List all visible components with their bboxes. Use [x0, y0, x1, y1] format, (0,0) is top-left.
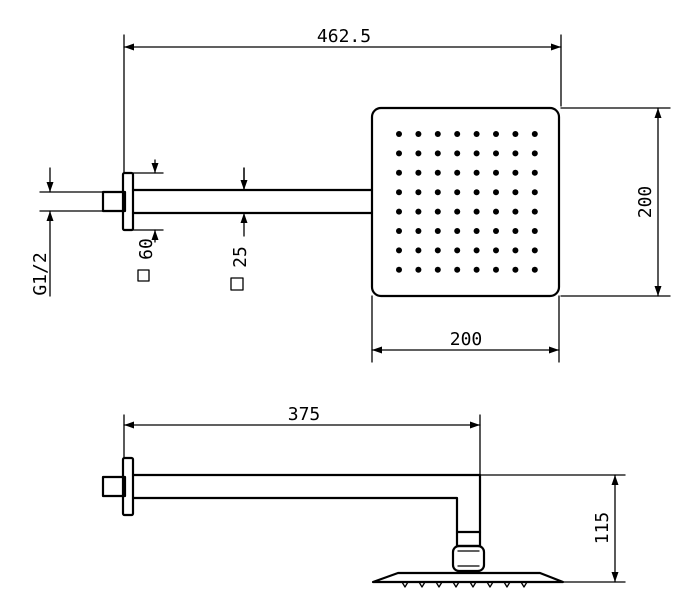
nozzle-dot: [473, 169, 480, 176]
nozzle-dot: [454, 150, 461, 157]
nozzle-dot: [415, 266, 422, 273]
nozzle-dot: [531, 150, 538, 157]
nozzle-dot: [415, 150, 422, 157]
nozzle-dot: [531, 208, 538, 215]
nozzle-dot: [454, 247, 461, 254]
side-nozzle: [503, 581, 511, 588]
nozzle-dot: [415, 169, 422, 176]
nozzle-dot: [454, 189, 461, 196]
dim-drop-label: 115: [592, 512, 613, 545]
nozzle-dot: [434, 247, 441, 254]
nozzle-dot: [434, 150, 441, 157]
dim-height-label: 200: [635, 186, 656, 219]
side-wall-flange: [121, 456, 135, 517]
square-symbol-arm: [230, 277, 244, 291]
nozzle-dot: [396, 169, 402, 176]
ball-joint: [451, 544, 486, 573]
nozzle-dot: [512, 208, 519, 215]
side-nozzle-row: [401, 581, 528, 588]
nozzle-dot: [396, 266, 402, 273]
nozzle-dot: [396, 247, 402, 254]
nozzle-dot: [434, 266, 441, 273]
nozzle-dot: [396, 189, 402, 196]
nozzle-dot: [512, 150, 519, 157]
nozzle-dot: [531, 228, 538, 234]
nozzle-dot: [512, 131, 519, 137]
side-shower-head: [371, 571, 565, 584]
nozzle-dot: [415, 247, 422, 254]
nozzle-dot: [493, 131, 499, 137]
wall-flange: [121, 171, 135, 232]
side-nozzle: [486, 581, 494, 588]
nozzle-dot: [512, 169, 519, 176]
nozzle-dot: [531, 169, 538, 176]
nozzle-dot: [473, 228, 480, 234]
nozzle-dot: [396, 150, 402, 157]
nozzle-dot: [473, 131, 480, 137]
nozzle-dot: [454, 131, 461, 137]
dim-width-label: 200: [450, 329, 483, 350]
ball-joint-detail: [457, 550, 480, 567]
nozzle-dot: [531, 131, 538, 137]
nozzle-dot: [473, 266, 480, 273]
nozzle-dot: [512, 228, 519, 234]
dim-flange-label: 60: [136, 238, 157, 260]
shower-head: [370, 106, 561, 298]
nozzle-dot: [473, 208, 480, 215]
nozzle-dot: [415, 131, 422, 137]
nozzle-dot: [454, 208, 461, 215]
nozzle-dot: [512, 189, 519, 196]
side-thread-stub: [101, 475, 127, 498]
nozzle-dot: [415, 208, 422, 215]
nozzle-grid: [396, 131, 538, 273]
dim-arm-length-label: 375: [288, 404, 321, 425]
nozzle-dot: [415, 228, 422, 234]
top-view: 462.5 200 200 G1/2 60 25: [30, 26, 671, 363]
nozzle-dot: [434, 208, 441, 215]
dim-arm-label: 25: [230, 246, 251, 268]
side-nozzle: [452, 581, 460, 588]
nozzle-dot: [531, 266, 538, 273]
nozzle-dot: [473, 150, 480, 157]
nozzle-dot: [434, 189, 441, 196]
side-nozzle: [520, 581, 528, 588]
nozzle-dot: [493, 266, 499, 273]
nozzle-dot: [396, 228, 402, 234]
nozzle-dot: [493, 228, 499, 234]
nozzle-dot: [531, 189, 538, 196]
nozzle-dot: [473, 247, 480, 254]
side-nozzle: [435, 581, 443, 588]
side-nozzle: [401, 581, 409, 588]
nozzle-dot: [434, 169, 441, 176]
nozzle-dot: [493, 247, 499, 254]
side-nozzle: [469, 581, 477, 588]
nozzle-dot: [493, 150, 499, 157]
side-shower-arm: [131, 473, 482, 534]
side-nozzle: [418, 581, 426, 588]
ball-joint-collar: [455, 530, 482, 548]
shower-arm: [131, 188, 374, 215]
square-symbol-flange: [137, 269, 150, 282]
nozzle-dot: [396, 131, 402, 137]
nozzle-dot: [512, 247, 519, 254]
dim-total-label: 462.5: [317, 26, 371, 47]
dim-thread-label: G1/2: [30, 252, 51, 295]
nozzle-dot: [512, 266, 519, 273]
nozzle-dot: [454, 266, 461, 273]
nozzle-dot: [473, 189, 480, 196]
thread-stub: [101, 190, 127, 213]
nozzle-dot: [434, 131, 441, 137]
nozzle-dot: [415, 189, 422, 196]
side-view: 375 115: [101, 404, 626, 588]
nozzle-dot: [396, 208, 402, 215]
nozzle-dot: [454, 228, 461, 234]
nozzle-dot: [531, 247, 538, 254]
nozzle-dot: [454, 169, 461, 176]
nozzle-dot: [493, 208, 499, 215]
nozzle-dot: [493, 169, 499, 176]
nozzle-dot: [434, 228, 441, 234]
nozzle-dot: [493, 189, 499, 196]
